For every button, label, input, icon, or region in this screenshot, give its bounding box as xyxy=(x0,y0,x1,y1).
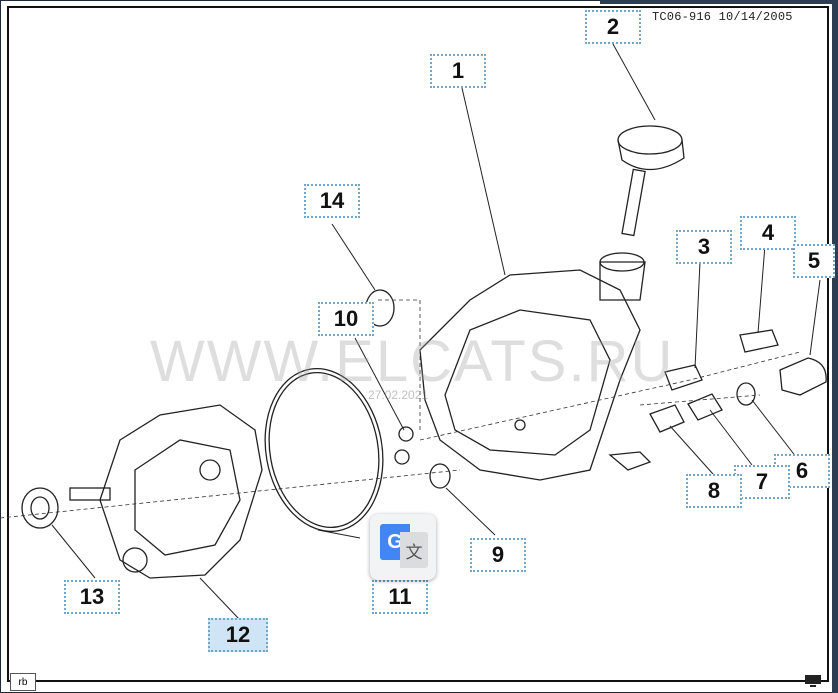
cap-part xyxy=(617,125,683,155)
callout-8[interactable]: 8 xyxy=(686,474,742,508)
callout-2[interactable]: 2 xyxy=(585,10,641,44)
watermark: WWW.ELCATS.RU xyxy=(150,329,675,394)
gasket-11 xyxy=(264,367,384,533)
fitting-3 xyxy=(664,364,703,391)
rb-badge[interactable]: rb xyxy=(10,673,36,691)
filler-neck xyxy=(599,261,646,301)
seal-10a xyxy=(398,426,414,442)
shaft-seal-13 xyxy=(21,487,59,529)
window-right-strip xyxy=(832,0,838,693)
assembly-axis-lines xyxy=(0,299,801,519)
watermark-date: 27.02.2021 xyxy=(368,388,429,402)
callout-11[interactable]: 11 xyxy=(372,580,428,614)
callout-14[interactable]: 14 xyxy=(304,184,360,218)
callout-1[interactable]: 1 xyxy=(430,54,486,88)
reservoir-part xyxy=(419,269,641,481)
drawing-border xyxy=(7,6,829,682)
callout-12[interactable]: 12 xyxy=(208,618,268,652)
reference-code: TC06-916 10/14/2005 xyxy=(652,10,793,24)
callout-7[interactable]: 7 xyxy=(734,465,790,499)
callout-13[interactable]: 13 xyxy=(64,580,120,614)
monitor-icon[interactable] xyxy=(804,674,822,688)
callout-10[interactable]: 10 xyxy=(318,302,374,336)
translate-zh-icon: 文 xyxy=(400,532,428,568)
callout-4[interactable]: 4 xyxy=(740,216,796,250)
fitting-4 xyxy=(739,329,779,353)
callout-3[interactable]: 3 xyxy=(676,230,732,264)
pump-body-12 xyxy=(99,404,263,579)
o-ring-6 xyxy=(736,382,756,406)
seal-10b xyxy=(394,449,410,465)
fitting-7 xyxy=(687,393,723,421)
google-translate-button[interactable]: G 文 xyxy=(370,514,436,580)
o-ring-9 xyxy=(429,463,451,489)
fitting-5 xyxy=(779,357,827,396)
callout-9[interactable]: 9 xyxy=(470,538,526,572)
window-top-strip xyxy=(600,0,838,4)
fitting-8 xyxy=(649,404,685,433)
callout-5[interactable]: 5 xyxy=(793,244,835,278)
leader-lines xyxy=(51,43,821,621)
